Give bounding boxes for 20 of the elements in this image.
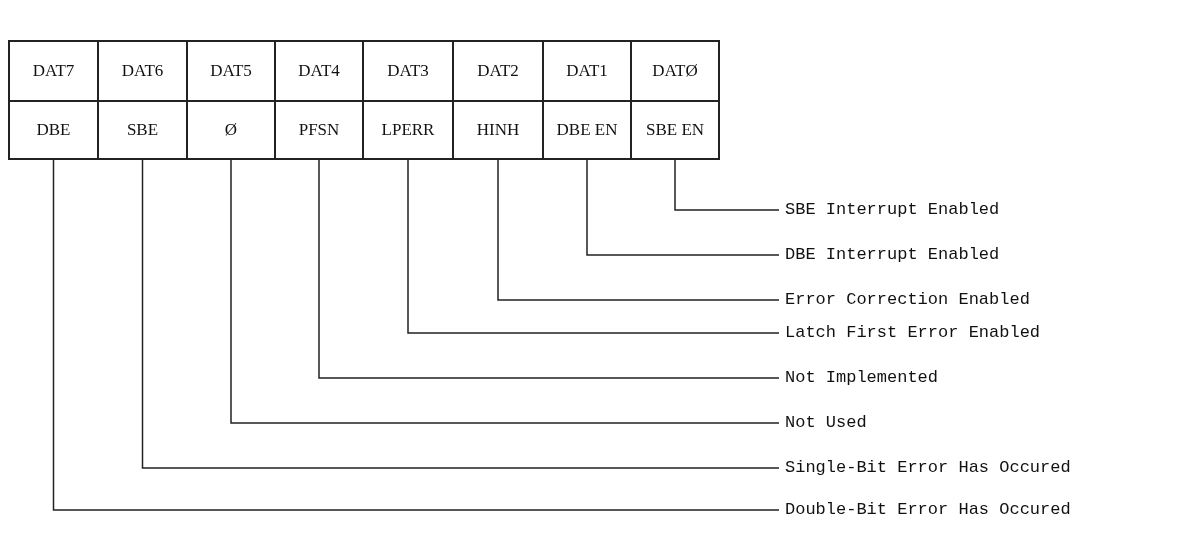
- leader-line: [586, 159, 780, 256]
- bit-description: Single-Bit Error Has Occured: [785, 457, 1071, 479]
- bit-name-cell: DATØ: [630, 40, 720, 102]
- leader-line: [497, 159, 780, 301]
- bit-description: Not Implemented: [785, 367, 939, 389]
- leader-line: [674, 159, 780, 211]
- leader-line: [318, 159, 780, 379]
- bit-description: DBE Interrupt Enabled: [785, 244, 1000, 266]
- bit-description: SBE Interrupt Enabled: [785, 199, 1000, 221]
- bit-description: Not Used: [785, 412, 867, 434]
- leader-line: [141, 159, 780, 469]
- bit-description: Double-Bit Error Has Occured: [785, 499, 1071, 521]
- leader-line: [407, 159, 780, 334]
- field-cell: SBE EN: [630, 100, 720, 160]
- leader-line: [230, 159, 780, 424]
- field-cell: DBE: [8, 100, 99, 160]
- bit-description: Error Correction Enabled: [785, 289, 1030, 311]
- leader-line: [52, 159, 780, 511]
- bit-description: Latch First Error Enabled: [785, 322, 1041, 344]
- bit-name-cell: DAT7: [8, 40, 99, 102]
